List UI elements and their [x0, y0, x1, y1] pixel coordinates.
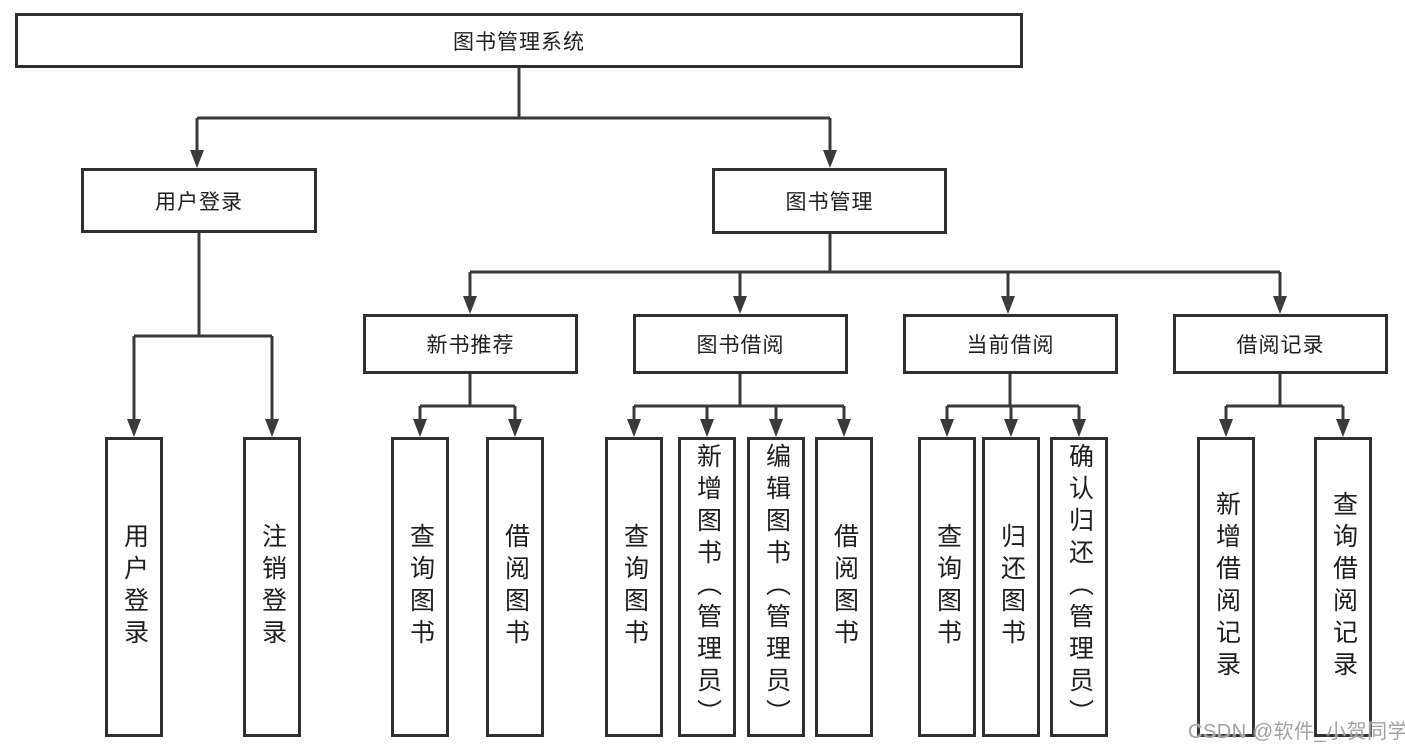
arrow-icon — [463, 296, 477, 314]
arrow-icon — [733, 296, 747, 314]
arrow-icon — [940, 419, 954, 437]
leaf-rec-add-record: 新增借阅记录 — [1197, 437, 1255, 737]
node-library-system: 图书管理系统 — [15, 13, 1023, 68]
leaf-cb-query-books-label: 查询图书 — [933, 523, 962, 651]
leaf-bb-query-books-label: 查询图书 — [620, 523, 649, 651]
arrow-icon — [769, 419, 783, 437]
arrow-icon — [1336, 419, 1350, 437]
node-borrow-records: 借阅记录 — [1173, 314, 1388, 374]
leaf-bb-add-books-label: 新增图书（管理员） — [693, 443, 722, 731]
leaf-bb-borrow-books: 借阅图书 — [815, 437, 873, 737]
arrow-icon — [1001, 296, 1015, 314]
leaf-cb-query-books: 查询图书 — [918, 437, 976, 737]
arrow-icon — [700, 419, 714, 437]
arrow-icon — [837, 419, 851, 437]
arrow-icon — [1072, 419, 1086, 437]
leaf-nbr-borrow-books: 借阅图书 — [486, 437, 544, 737]
leaf-cb-return-books: 归还图书 — [982, 437, 1040, 737]
arrow-icon — [265, 419, 279, 437]
node-current-borrowing: 当前借阅 — [903, 314, 1118, 374]
node-book-management: 图书管理 — [712, 168, 947, 234]
leaf-rec-query-record: 查询借阅记录 — [1314, 437, 1372, 737]
node-new-book-recommend: 新书推荐 — [363, 314, 578, 374]
arrow-icon — [413, 419, 427, 437]
arrowheads — [127, 150, 1350, 437]
leaf-user-login: 用户登录 — [105, 437, 163, 737]
node-user-login: 用户登录 — [81, 168, 317, 233]
leaf-cb-confirm-return: 确认归还（管理员） — [1050, 437, 1108, 737]
leaf-bb-edit-books: 编辑图书（管理员） — [747, 437, 805, 737]
leaf-cb-return-books-label: 归还图书 — [997, 523, 1026, 651]
arrow-icon — [627, 419, 641, 437]
csdn-watermark: CSDN @软件_小贺同学 — [1188, 721, 1405, 743]
arrow-icon — [190, 150, 204, 168]
arrow-icon — [823, 150, 837, 168]
arrow-icon — [1219, 419, 1233, 437]
arrow-icon — [508, 419, 522, 437]
tree-branch-lines — [132, 68, 1345, 420]
leaf-user-login-label: 用户登录 — [120, 523, 149, 651]
leaf-rec-add-record-label: 新增借阅记录 — [1212, 491, 1241, 683]
leaf-bb-add-books: 新增图书（管理员） — [678, 437, 736, 737]
leaf-bb-borrow-books-label: 借阅图书 — [830, 523, 859, 651]
leaf-nbr-query-books: 查询图书 — [391, 437, 449, 737]
node-book-borrowing: 图书借阅 — [633, 314, 848, 374]
leaf-logout: 注销登录 — [243, 437, 301, 737]
leaf-cb-confirm-return-label: 确认归还（管理员） — [1065, 443, 1094, 731]
leaf-rec-query-record-label: 查询借阅记录 — [1329, 491, 1358, 683]
leaf-logout-label: 注销登录 — [258, 523, 287, 651]
arrow-icon — [1273, 296, 1287, 314]
leaf-bb-query-books: 查询图书 — [605, 437, 663, 737]
leaf-bb-edit-books-label: 编辑图书（管理员） — [762, 443, 791, 731]
arrow-icon — [1004, 419, 1018, 437]
leaf-nbr-query-books-label: 查询图书 — [406, 523, 435, 651]
leaf-nbr-borrow-books-label: 借阅图书 — [501, 523, 530, 651]
arrow-icon — [127, 419, 141, 437]
